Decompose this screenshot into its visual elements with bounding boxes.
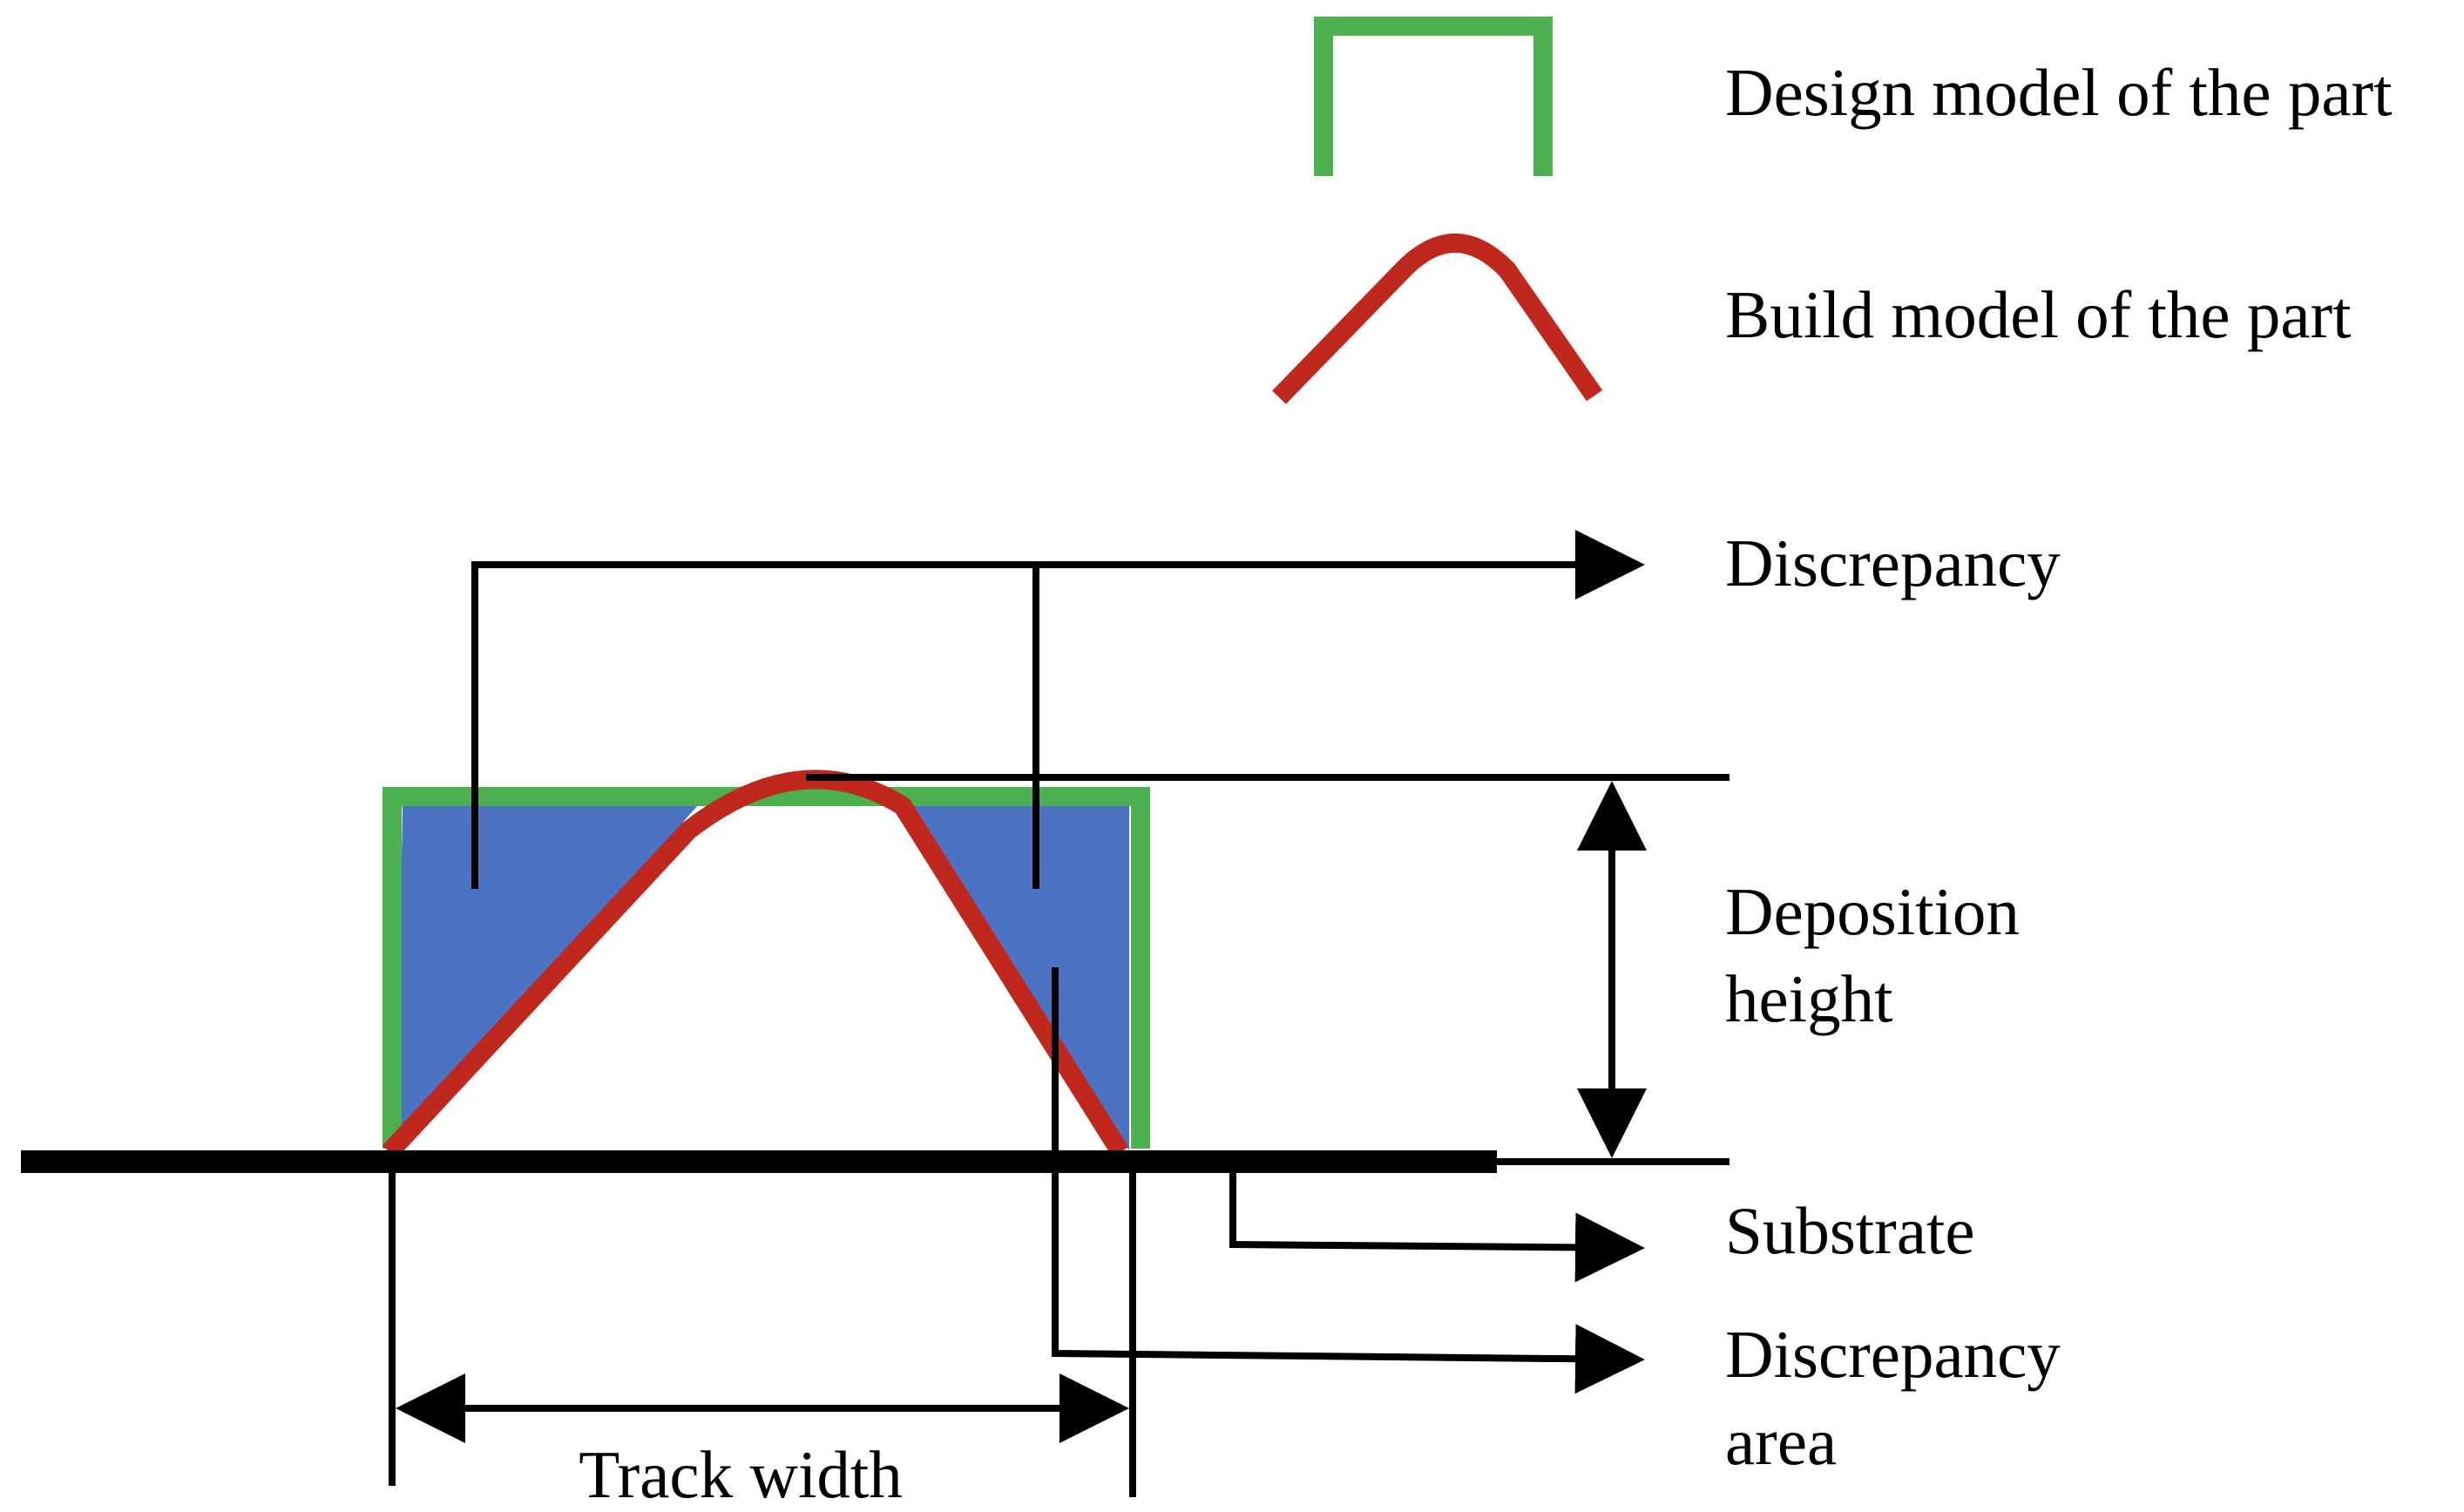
design-model-label: Design model of the part — [1725, 55, 2393, 130]
deposition-height-label-line2: height — [1725, 961, 1892, 1036]
discrepancy-label: Discrepancy — [1725, 525, 2061, 600]
discrepancy-area-label-line2: area — [1725, 1404, 1837, 1479]
build-model-legend-icon — [1272, 234, 1603, 404]
track-width-label: Track width — [579, 1437, 902, 1512]
build-model-label: Build model of the part — [1725, 277, 2352, 352]
substrate-leader — [1229, 1163, 1645, 1283]
discrepancy-area-label-line1: Discrepancy — [1725, 1317, 2061, 1392]
substrate-label: Substrate — [1725, 1193, 1975, 1268]
discrepancy-leader — [471, 530, 1645, 889]
deposition-height-label-line1: Deposition — [1725, 874, 2020, 949]
build-model-profile — [382, 770, 1129, 1159]
design-model-legend-icon — [1314, 17, 1553, 176]
discrepancy-area-leader — [1052, 967, 1645, 1394]
